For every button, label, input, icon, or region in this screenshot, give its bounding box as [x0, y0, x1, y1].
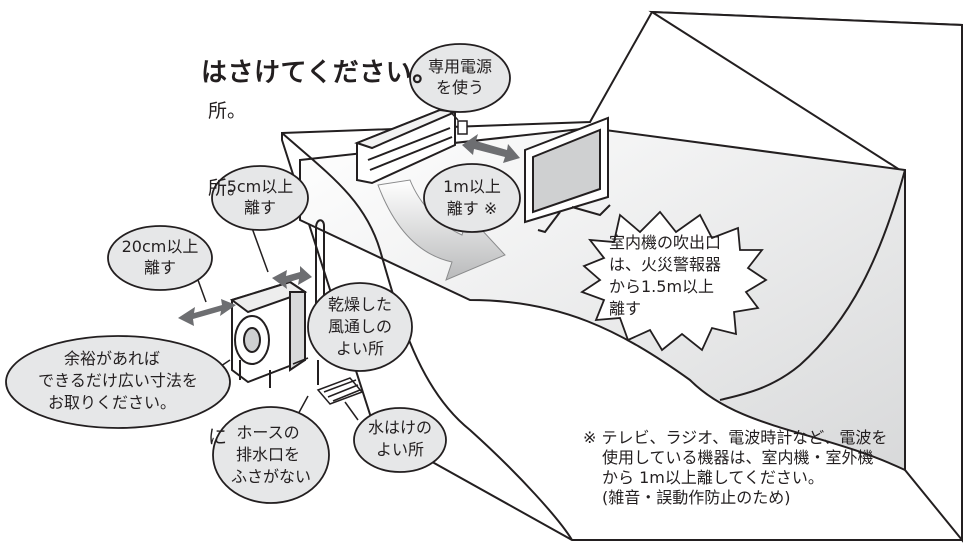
body-text-line-3: に	[208, 426, 228, 448]
callout-dry-ventilated-line2: 風通しの	[328, 317, 392, 336]
footnote-line-2: 使用している機器は、室内機・室外機	[602, 448, 874, 467]
callout-dry-ventilated-line3: よい所	[336, 339, 384, 358]
callout-wide-space-line3: お取りください。	[48, 393, 176, 412]
callout-fire-alarm-line3: から1.5m以上	[609, 277, 714, 296]
distance-arrow-20cm	[178, 299, 236, 326]
distance-arrow-1m	[462, 134, 520, 163]
callout-dedicated-power: 専用電源 を使う	[409, 43, 511, 113]
leader-lines	[197, 104, 459, 421]
distance-arrow-5cm	[272, 266, 312, 289]
starburst-shape	[580, 210, 768, 352]
callout-keep-20cm: 20cm以上 離す	[107, 225, 213, 291]
footnote-line-1: ※ テレビ、ラジオ、電波時計など、電波を	[583, 428, 888, 447]
callout-good-drainage-line1: 水はけの	[368, 418, 432, 437]
callout-keep-20cm-line2: 離す	[144, 258, 176, 277]
airflow-arrow	[377, 179, 506, 281]
footnote: ※ テレビ、ラジオ、電波時計など、電波を 使用している機器は、室内機・室外機 か…	[583, 428, 887, 508]
footnote-line-3: から 1m以上離してください。	[602, 468, 824, 487]
drain-grate	[316, 377, 364, 405]
callout-hose-outlet-line3: ふさがない	[231, 467, 311, 486]
callout-keep-1m: 1m以上 離す ※	[423, 163, 521, 233]
callout-fire-alarm-line2: は、火災警報器	[609, 255, 721, 274]
body-text-line-1: 所。	[208, 100, 247, 122]
callout-keep-1m-line2: 離す ※	[447, 199, 498, 218]
callout-fire-alarm-line1: 室内機の吹出口	[609, 233, 721, 252]
callout-hose-outlet: ホースの 排水口を ふさがない	[212, 406, 330, 504]
power-outlet-icon	[457, 120, 468, 135]
outdoor-unit	[229, 280, 308, 388]
callout-keep-5cm: 5cm以上 離す	[211, 165, 309, 231]
callout-fire-alarm-line4: 離す	[609, 299, 641, 318]
callout-keep-5cm-line2: 離す	[244, 198, 276, 217]
callout-dry-ventilated: 乾燥した 風通しの よい所	[307, 282, 413, 372]
tv-illustration	[524, 116, 611, 234]
callout-fire-alarm: 室内機の吹出口 は、火災警報器 から1.5m以上 離す	[580, 210, 768, 352]
callout-dedicated-power-line1: 専用電源	[428, 57, 492, 76]
callout-hose-outlet-line1: ホースの	[236, 423, 299, 442]
callout-keep-20cm-line1: 20cm以上	[122, 237, 199, 256]
callout-good-drainage: 水はけの よい所	[353, 407, 447, 473]
footnote-line-4: (雑音・誤動作防止のため)	[602, 488, 791, 507]
callout-keep-5cm-line1: 5cm以上	[227, 177, 294, 196]
callout-dry-ventilated-line1: 乾燥した	[328, 295, 392, 314]
callout-wide-space-line1: 余裕があれば	[64, 349, 160, 368]
callout-keep-1m-line1: 1m以上	[443, 177, 501, 196]
callout-hose-outlet-line2: 排水口を	[236, 445, 300, 464]
callout-wide-space: 余裕があれば できるだけ広い寸法を お取りください。	[5, 335, 231, 429]
section-heading: はさけてください。	[201, 58, 439, 88]
callout-wide-space-line2: できるだけ広い寸法を	[38, 371, 198, 390]
callout-good-drainage-line2: よい所	[376, 440, 424, 459]
room-right-wall	[648, 10, 963, 543]
callout-dedicated-power-line2: を使う	[436, 78, 484, 97]
right-wall-cut	[719, 169, 906, 401]
body-text-line-2: 所。	[208, 177, 247, 199]
floor-cut-edge	[281, 132, 573, 541]
